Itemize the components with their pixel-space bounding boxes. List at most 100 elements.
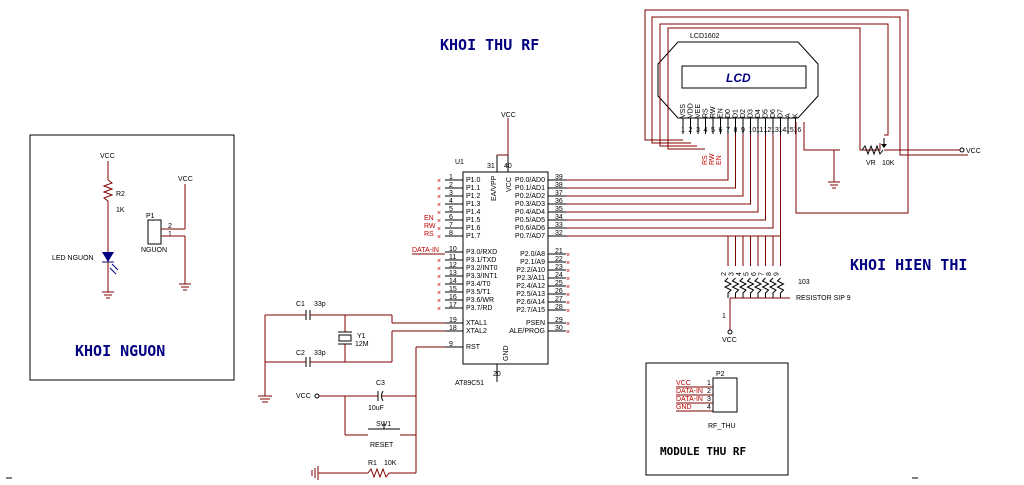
- mcu-pin-name: P0.3/AD3: [515, 201, 545, 208]
- lcd-pin-name: D2: [740, 109, 747, 118]
- no-connect-mark: ×: [437, 234, 441, 241]
- mcu-pin-name: P3.5/T1: [466, 289, 491, 296]
- r1-resistor: [367, 467, 390, 479]
- bus-line: [566, 134, 774, 229]
- mcu-pin-name: P0.4/AD4: [515, 209, 545, 216]
- p2-pin-4: 4: [707, 404, 711, 411]
- lcd-pin-number: 6: [719, 127, 723, 134]
- sip-pin-number: 7: [759, 272, 766, 276]
- lcd-net-rs: RS: [702, 155, 709, 165]
- no-connect-mark: ×: [437, 178, 441, 185]
- title-rf-module: MODULE THU RF: [660, 445, 746, 458]
- p1-ref: P1: [146, 213, 155, 220]
- lcd-ref: LCD1602: [690, 33, 720, 40]
- lcd-pin-number: 15: [786, 127, 794, 134]
- lcd-pin-name: D6: [770, 109, 777, 118]
- c3-value: 10uF: [368, 405, 384, 412]
- vr-value: 10K: [882, 160, 895, 167]
- mcu-pin-number: 1: [449, 174, 453, 181]
- vr-potentiometer: [861, 144, 884, 156]
- mcu-pin-number: 30: [555, 325, 563, 332]
- sip-resistor: [738, 277, 748, 298]
- p2-label-4: GND: [676, 404, 692, 411]
- sip-name: RESISTOR SIP 9: [796, 295, 851, 302]
- no-connect-mark: ×: [437, 274, 441, 281]
- p2-value: RF_THU: [708, 423, 736, 430]
- sw1-value: RESET: [370, 442, 394, 449]
- lcd-pin-number: 11: [756, 127, 763, 134]
- sip-resistor: [768, 277, 778, 298]
- mcu-pin-name: P2.2/A10: [516, 267, 545, 274]
- lcd-pin-number: 13: [771, 127, 779, 134]
- sip-pin-number: 8: [766, 272, 773, 276]
- no-connect-mark: ×: [566, 252, 570, 259]
- mcu-pin-name: P1.7: [466, 233, 481, 240]
- lcd-net-en: EN: [716, 155, 723, 165]
- mcu-pin-name: P0.0/AD0: [515, 177, 545, 184]
- mcu-pin-name: P1.3: [466, 201, 481, 208]
- vcc-label-sip: VCC: [722, 337, 737, 344]
- mcu-pin-number: 35: [555, 206, 563, 213]
- c1-value: 33p: [314, 301, 326, 308]
- p2-pin-2: 2: [707, 388, 711, 395]
- mcu-pin-number: 29: [555, 317, 563, 324]
- title-receiver: KHOI THU RF: [440, 36, 539, 54]
- mcu-pin-number: 5: [449, 206, 453, 213]
- r2-resistor: [102, 179, 114, 202]
- mcu-pin-name: P2.5/A13: [516, 291, 545, 298]
- mcu-pin-name: XTAL2: [466, 328, 487, 335]
- mcu-pin-name: P1.1: [466, 185, 481, 192]
- mcu-pin-number: 32: [555, 230, 563, 237]
- no-connect-mark: ×: [437, 258, 441, 265]
- lcd-pin-name: D4: [755, 109, 762, 118]
- sip-resistor: [746, 277, 755, 298]
- no-connect-mark: ×: [437, 226, 441, 233]
- mcu-pin-number: 36: [555, 198, 563, 205]
- p2-label-1: VCC: [676, 380, 691, 387]
- mcu-pin-number: 7: [449, 222, 453, 229]
- r1-value: 10K: [384, 460, 397, 467]
- mcu-pin-40-name: VCC: [506, 177, 513, 192]
- no-connect-mark: ×: [566, 260, 570, 267]
- lcd-pin-name: D7: [778, 109, 785, 118]
- vcc-label-p1: VCC: [178, 176, 193, 183]
- p2-connector: [712, 377, 738, 413]
- mcu-pin-number: 34: [555, 214, 563, 221]
- mcu-pin-number: 33: [555, 222, 563, 229]
- mcu-pin-number: 2: [449, 182, 453, 189]
- mcu-part: AT89C51: [455, 380, 484, 387]
- vcc-label-mcu: VCC: [501, 112, 516, 119]
- led-diode-icon: [102, 252, 114, 262]
- mcu-pin-name: P3.2/INT0: [466, 265, 498, 272]
- p2-pin-3: 3: [707, 396, 711, 403]
- mcu-pin-name: PSEN: [526, 320, 545, 327]
- lcd-pin-number: 16: [794, 127, 802, 134]
- mcu-pin-number: 26: [555, 288, 563, 295]
- mcu-pin-name: P3.6/WR: [466, 297, 494, 304]
- mcu-pin-name: P0.5/AD5: [515, 217, 545, 224]
- p1-connector: [147, 219, 162, 245]
- p2-ref: P2: [716, 371, 725, 378]
- net-rw: RW: [424, 223, 436, 230]
- mcu-pin-number: 8: [449, 230, 453, 237]
- lcd-pin-number: 12: [764, 127, 772, 134]
- lcd-pin-number: 10: [749, 127, 757, 134]
- mcu-pin-31-name: EA/VPP: [491, 175, 498, 201]
- lcd-pin-name: RW: [710, 106, 717, 118]
- mcu-pin-name: P2.3/A11: [517, 275, 545, 282]
- mcu-pin-name: P3.4/T0: [466, 281, 491, 288]
- lcd-screen: [681, 65, 807, 89]
- vr-label: VR: [866, 160, 876, 167]
- mcu-pin-number: 3: [449, 190, 453, 197]
- lcd-pin-number: 5: [711, 127, 715, 134]
- lcd-1602: LCD1602 LCD VSS1VDD2VEE3RS4RW5EN6D07D18D…: [657, 33, 819, 134]
- mcu-pin-number: 9: [449, 341, 453, 348]
- sip-pin-number: 2: [721, 272, 728, 276]
- lcd-pin-number: 3: [696, 127, 700, 134]
- rf-module-block: MODULE THU RF P2 RF_THU VCC DATA-IN DATA…: [645, 362, 789, 476]
- mcu-pin-name: P2.4/A12: [516, 283, 545, 290]
- mcu-pin-name: P0.1/AD1: [515, 185, 545, 192]
- lcd-wiring: VR 10K VCC: [644, 9, 981, 214]
- net-rs: RS: [424, 231, 434, 238]
